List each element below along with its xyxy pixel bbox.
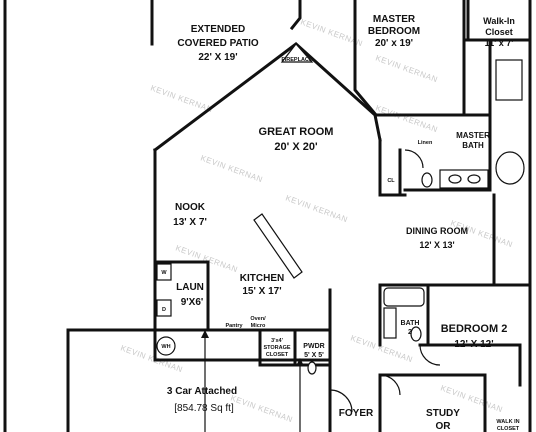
door-swing [419,344,441,366]
bedroom2-dims: 12' X 12' [454,339,493,350]
sink [467,174,481,184]
watermark: KEVIN KERNAN [349,333,414,364]
watermark: KEVIN KERNAN [374,103,439,134]
linen-label: Linen [418,140,433,146]
dryer-mark: D [162,307,166,313]
door-swing [379,374,401,396]
storage-label: 3'x4' [271,338,283,344]
patio-label: COVERED PATIO [177,38,259,49]
master-bedroom-dims: 20' x 19' [375,38,413,49]
walls [3,0,532,432]
patio-label: EXTENDED [191,24,245,35]
walk-in-closet2-label: CLOSET [497,426,520,432]
pantry-label: Pantry [225,323,243,329]
fireplace-shape [280,43,314,63]
master-bedroom-label: BEDROOM [368,26,420,37]
watermark: KEVIN KERNAN [199,153,264,184]
nook-dims: 13' X 7' [173,217,207,228]
sink [448,174,462,184]
vanity [383,307,397,339]
bathtub [495,151,525,185]
kitchen-label: KITCHEN [240,273,284,284]
toilet [307,361,317,375]
master-bath-label: MASTER [456,131,490,140]
foyer-label: FOYER [339,408,374,419]
labels: EXTENDED COVERED PATIO 22' X 19' MASTER … [161,14,519,432]
bath2-label: 2 [408,329,412,336]
watermark: KEVIN KERNAN [229,393,294,424]
patio-dims: 22' X 19' [198,52,237,63]
water-heater [156,336,176,356]
kitchen-dims: 15' X 17' [242,286,281,297]
watermark: KEVIN KERNAN [374,53,439,84]
closet-label: CL [387,178,395,184]
arrow-head [296,358,304,366]
bathtub [383,287,425,307]
watermark: KEVIN KERNAN [149,83,214,114]
fireplace-label: FIREPLACE [281,57,313,63]
door-swing [329,389,353,413]
master-bath-label: BATH [462,141,484,150]
storage-label: STORAGE [263,345,290,351]
great-room-label: GREAT ROOM [259,126,334,138]
powder-label: PWDR [303,343,324,350]
bath2-label: BATH [401,320,420,327]
walk-in-closet-label: Walk-In [483,16,515,26]
washer [156,263,172,281]
walk-in-closet-dims: 11' x 7' [485,38,514,48]
door-swing [404,149,424,169]
laundry-label: LAUN [176,282,204,293]
garage-label: 3 Car Attached [167,386,237,397]
oven-label: Oven/ [250,316,266,322]
water-heater-label: WH [161,344,170,350]
laundry-dims: 9'X6' [181,297,204,308]
dryer [156,299,172,317]
master-bedroom-label: MASTER [373,14,416,25]
storage-label: CLOSET [266,352,289,358]
toilet [421,172,433,188]
study-label: STUDY [426,408,460,419]
great-room-dims: 20' X 20' [274,141,318,153]
dining-room-dims: 12' X 13' [419,240,454,250]
bedroom2-label: BEDROOM 2 [441,323,508,335]
walk-in-closet-label: Closet [485,27,513,37]
shower [495,59,523,101]
garage-area: [854.78 Sq ft] [174,403,234,414]
powder-dims: 5' X 5' [304,352,324,359]
walk-in-closet2-label: WALK IN [496,419,519,425]
study-label: OR [436,421,452,432]
nook-label: NOOK [175,202,206,213]
dining-room-label: DINING ROOM [406,226,468,236]
toilet [410,326,422,342]
watermark: KEVIN KERNAN [284,193,349,224]
vanity [439,169,489,189]
washer-mark: W [161,270,167,276]
fixtures [68,43,525,432]
arrow-head [201,330,209,338]
kitchen-island [253,213,303,279]
oven-label: Micro [251,323,266,329]
